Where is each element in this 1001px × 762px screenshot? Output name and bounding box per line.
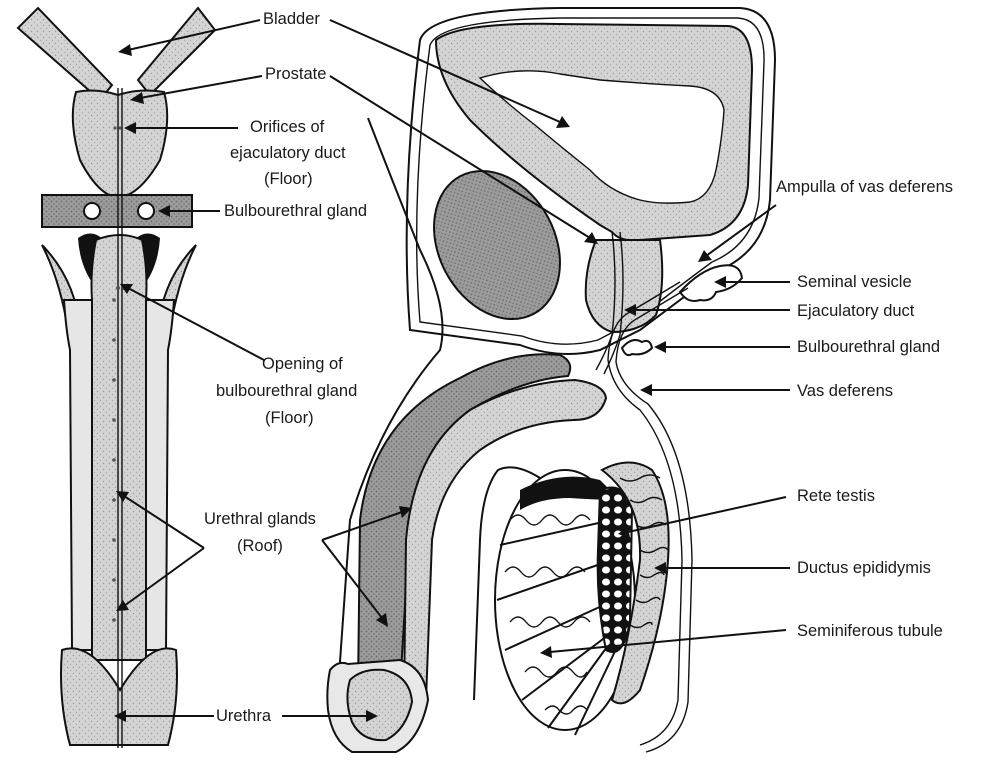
prostate-frontal [73,91,167,198]
label-orifices-line1: Orifices of [250,118,325,136]
label-bulbourethral-gland-left: Bulbourethral gland [224,202,367,220]
label-ejaculatory-duct: Ejaculatory duct [797,302,915,320]
label-bulbourethral-gland-right: Bulbourethral gland [797,338,940,356]
sagittal-view [327,8,775,752]
glans-frontal [61,648,177,745]
label-orifices-line3: (Floor) [264,170,313,188]
prostate-sagittal [586,240,663,332]
bulbourethral-gland-right-circle [138,203,154,219]
label-urethral-glands-line2: (Roof) [237,537,283,555]
rete-testis-network [598,488,632,653]
label-rete-testis: Rete testis [797,487,875,505]
label-vas-deferens: Vas deferens [797,382,893,400]
seminal-vesicle-shape [680,265,742,301]
label-urethral-glands-line1: Urethral glands [204,510,316,528]
label-seminal-vesicle: Seminal vesicle [797,273,912,291]
label-prostate: Prostate [265,65,326,83]
label-opening-line2: bulbourethral gland [216,382,357,400]
label-orifices-line2: ejaculatory duct [230,144,346,162]
label-bladder: Bladder [263,10,320,28]
bulbourethral-sagittal [622,340,652,355]
right-ureter [138,8,215,95]
label-opening-line1: Opening of [262,355,343,373]
left-ureter [18,8,112,100]
frontal-view [18,8,215,748]
label-opening-line3: (Floor) [265,409,314,427]
label-seminiferous-tubule: Seminiferous tubule [797,622,943,640]
label-ampulla: Ampulla of vas deferens [776,178,953,196]
label-ductus-epididymis: Ductus epididymis [797,559,931,577]
bulbourethral-gland-left-circle [84,203,100,219]
label-urethra: Urethra [216,707,272,725]
